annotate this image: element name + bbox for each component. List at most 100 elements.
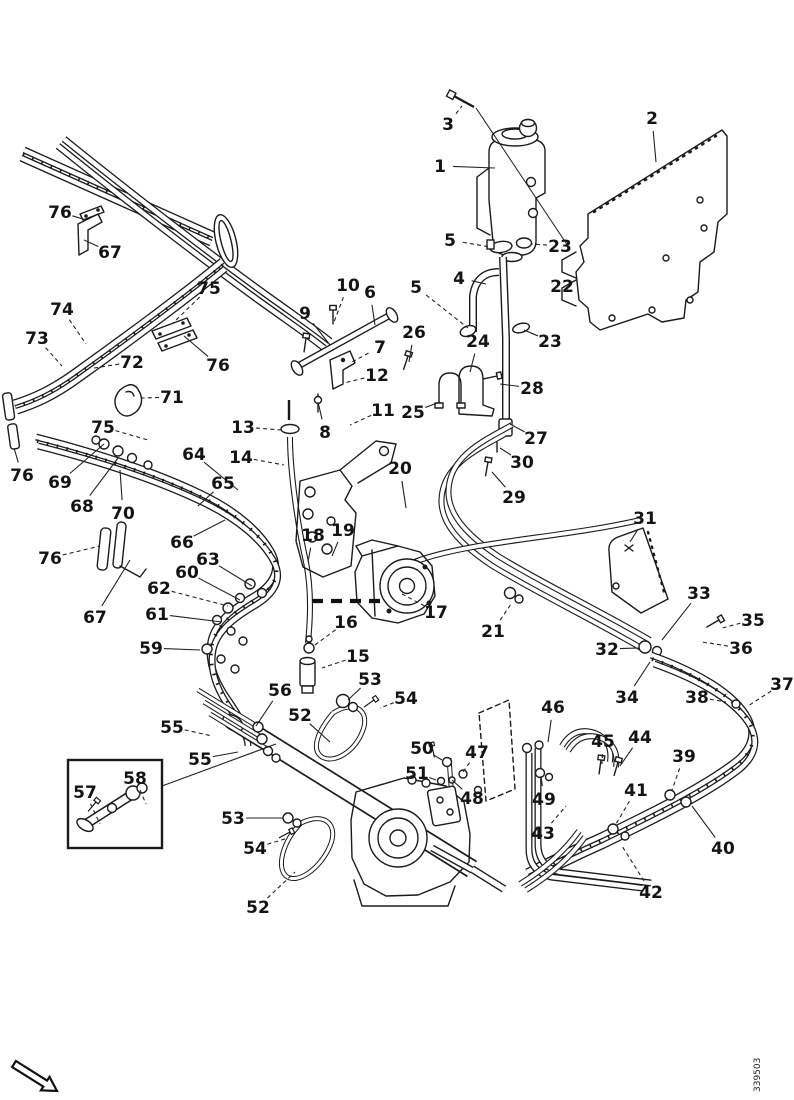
callout-12-label: 12: [365, 366, 389, 386]
callout-62-leader: [171, 590, 229, 607]
callout-2-label: 2: [646, 109, 658, 129]
callout-38-label: 38: [685, 688, 709, 708]
callout-11-leader: [349, 414, 372, 426]
callout-69-leader: [69, 443, 105, 474]
callout-51-leader: [429, 776, 437, 781]
callout-31-label: 31: [633, 509, 657, 529]
bolt-54: [362, 694, 380, 710]
callout-75-label: 75: [197, 279, 221, 299]
callout-27-leader: [509, 423, 525, 433]
callout-76-leader: [62, 545, 101, 556]
bracket-24: [458, 365, 503, 417]
callout-23-leader: [531, 243, 548, 246]
callout-58-label: 58: [123, 769, 147, 789]
bolt-10: [329, 304, 337, 325]
callout-66-label: 66: [170, 533, 194, 553]
callout-30-leader: [499, 447, 512, 456]
callout-40-label: 40: [711, 839, 735, 859]
callout-71-label: 71: [160, 388, 184, 408]
callout-44-leader: [619, 747, 634, 767]
straps-70-67: [96, 521, 147, 578]
callout-57-leader: [90, 803, 101, 825]
callout-67-leader: [83, 239, 99, 248]
callout-39-leader: [671, 768, 681, 791]
callout-63-leader: [218, 565, 253, 587]
callout-52-label: 52: [246, 898, 270, 918]
callout-70-leader: [119, 469, 123, 501]
callout-1-leader: [452, 165, 496, 169]
callout-55-leader: [184, 729, 213, 737]
callout-19-leader: [331, 541, 339, 557]
callout-16-label: 16: [334, 613, 358, 633]
grommet-71: [114, 384, 143, 417]
panel-tab: [561, 251, 577, 279]
callout-67-label: 67: [98, 243, 122, 263]
callout-57-label: 57: [73, 783, 97, 803]
callout-31-leader: [629, 528, 639, 543]
callout-29-label: 29: [502, 488, 526, 508]
callout-33-label: 33: [687, 584, 711, 604]
callout-18-label: 18: [301, 526, 325, 546]
hydraulic-reservoir-1: [476, 118, 546, 263]
callout-67-leader: [101, 559, 131, 607]
callout-64-leader: [203, 461, 239, 491]
mounting-bracket-18-19: [295, 440, 397, 578]
callout-3-leader: [455, 105, 463, 115]
callout-15-leader: [321, 659, 346, 669]
callout-74-leader: [68, 319, 87, 345]
callout-51-label: 51: [405, 764, 429, 784]
callout-72-label: 72: [120, 353, 144, 373]
elbow-15: [299, 656, 316, 694]
callout-52-leader: [309, 723, 331, 743]
callout-2-leader: [652, 130, 657, 163]
callout-54-label: 54: [243, 839, 267, 859]
callout-41-label: 41: [624, 781, 648, 801]
callout-60-label: 60: [175, 563, 199, 583]
callout-14-label: 14: [229, 448, 253, 468]
callout-65-label: 65: [211, 474, 235, 494]
callout-59-leader: [163, 647, 201, 651]
callout-50-leader: [432, 754, 443, 761]
dashed-reference-outline: [478, 699, 516, 802]
callout-10-label: 10: [336, 276, 360, 296]
clamp-53-lower: [282, 812, 294, 824]
callout-42-label: 42: [639, 883, 663, 903]
callout-75-leader: [115, 430, 149, 441]
callout-61-leader: [169, 615, 223, 623]
callout-49-label: 49: [532, 790, 556, 810]
callout-11-label: 11: [371, 401, 395, 421]
panel-tab: [561, 279, 577, 307]
callout-55-label: 55: [188, 750, 212, 770]
callout-8-leader: [317, 401, 323, 420]
bolt-28: [481, 371, 503, 383]
callout-69-label: 69: [48, 473, 72, 493]
callout-76-label: 76: [48, 203, 72, 223]
callout-20-label: 20: [388, 459, 412, 479]
callout-37-label: 37: [770, 675, 794, 695]
callout-28-label: 28: [520, 379, 544, 399]
callout-23-label: 23: [538, 332, 562, 352]
callout-32-label: 32: [595, 640, 619, 660]
callout-13-label: 13: [231, 418, 255, 438]
callout-76-label: 76: [38, 549, 62, 569]
callout-15-label: 15: [346, 647, 370, 667]
bolt-45: [595, 754, 606, 776]
hose-14-riser: [280, 400, 316, 694]
callout-48-label: 48: [460, 789, 484, 809]
callout-28-leader: [499, 383, 520, 387]
callout-46-label: 46: [541, 698, 565, 718]
callout-32-leader: [619, 647, 640, 650]
clamp-23-lower: [512, 322, 530, 334]
callout-53-label: 53: [221, 809, 245, 829]
callout-33-leader: [661, 602, 692, 641]
callout-5-label: 5: [410, 278, 422, 298]
formed-tube-6: [290, 304, 399, 376]
callout-34-leader: [633, 661, 651, 687]
callout-4-leader: [471, 280, 487, 285]
callout-19-label: 19: [331, 521, 355, 541]
callout-76-label: 76: [10, 466, 34, 486]
callout-7-leader: [351, 352, 369, 363]
callout-38-leader: [709, 698, 727, 703]
callout-54-leader: [379, 702, 395, 709]
